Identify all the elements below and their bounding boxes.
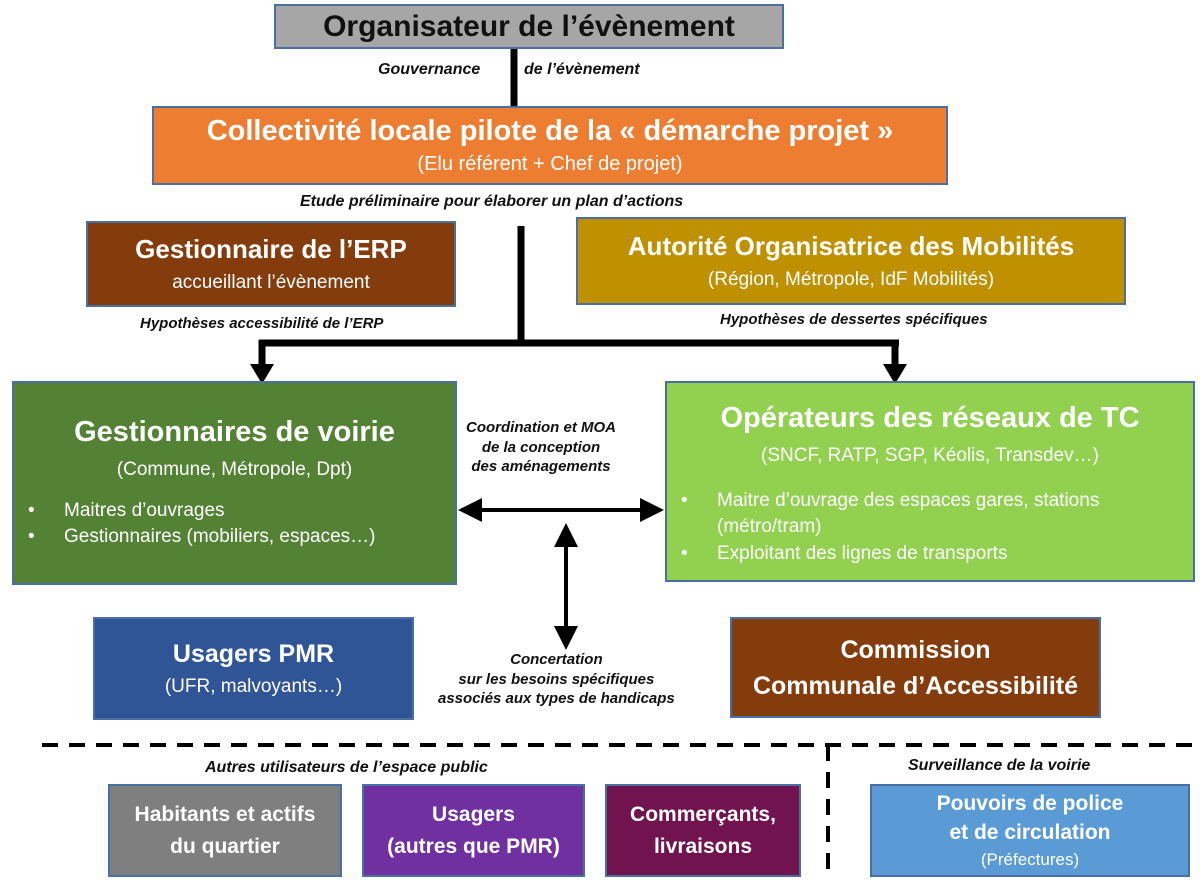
voirie-box: Gestionnaires de voirie (Commune, Métrop… xyxy=(12,381,457,585)
operators-subtitle: (SNCF, RATP, SGP, Kéolis, Transdev…) xyxy=(761,444,1099,466)
usagers-box: Usagers (autres que PMR) xyxy=(362,784,585,877)
coordination-line: des aménagements xyxy=(471,458,611,475)
operators-bullets: Maitre d’ouvrage des espaces gares, stat… xyxy=(667,488,1147,568)
concertation-line: associés aux types de handicaps xyxy=(438,690,675,707)
aom-box: Autorité Organisatrice des Mobilités (Ré… xyxy=(576,217,1126,305)
operators-title: Opérateurs des réseaux de TC xyxy=(720,402,1140,434)
aom-title: Autorité Organisatrice des Mobilités xyxy=(627,230,1075,261)
usagers-line1: Usagers xyxy=(432,803,515,827)
organiser-title: Organisateur de l’évènement xyxy=(323,9,735,43)
operators-bullet: Maitre d’ouvrage des espaces gares, stat… xyxy=(667,488,1147,541)
commission-line2: Communale d’Accessibilité xyxy=(752,671,1079,700)
operators-box: Opérateurs des réseaux de TC (SNCF, RATP… xyxy=(665,381,1195,582)
habitants-box: Habitants et actifs du quartier xyxy=(108,784,342,877)
voirie-bullet: Maitres d’ouvrages xyxy=(14,498,376,525)
erp-hypothesis-label: Hypothèses accessibilité de l’ERP xyxy=(140,315,384,332)
pilot-subtitle: (Elu référent + Chef de projet) xyxy=(417,153,683,176)
erp-box: Gestionnaire de l’ERP accueillant l’évèn… xyxy=(86,221,456,307)
governance-label-right: de l’évènement xyxy=(524,61,640,78)
usagers-line2: (autres que PMR) xyxy=(387,834,560,858)
surveillance-label: Surveillance de la voirie xyxy=(908,757,1091,774)
police-box: Pouvoirs de police et de circulation (Pr… xyxy=(870,784,1190,877)
voirie-bullets: Maitres d’ouvrages Gestionnaires (mobili… xyxy=(14,498,376,551)
operators-bullet: Exploitant des lignes de transports xyxy=(667,541,1147,568)
pmr-subtitle: (UFR, malvoyants…) xyxy=(164,675,343,697)
commercants-line2: livraisons xyxy=(653,834,753,858)
study-label: Etude préliminaire pour élaborer un plan… xyxy=(300,193,684,210)
arrow-to-voirie xyxy=(250,364,274,384)
other-users-label: Autres utilisateurs de l’espace public xyxy=(205,759,488,776)
coordination-line: de la conception xyxy=(481,438,601,456)
erp-subtitle: accueillant l’évènement xyxy=(172,271,370,293)
arrow-to-operators xyxy=(883,364,907,384)
coordination-line: Coordination et MOA xyxy=(466,419,616,436)
organiser-box: Organisateur de l’évènement xyxy=(274,4,784,49)
commercants-box: Commerçants, livraisons xyxy=(605,784,801,877)
commercants-line1: Commerçants, xyxy=(630,803,776,827)
governance-label-left: Gouvernance xyxy=(378,61,481,78)
concertation-line: Concertation xyxy=(510,651,603,668)
coordination-label: Coordination et MOA de la conception des… xyxy=(466,418,616,477)
commission-line1: Commission xyxy=(840,635,991,664)
aom-hypothesis-label: Hypothèses de dessertes spécifiques xyxy=(720,311,988,328)
concertation-label: Concertation sur les besoins spécifiques… xyxy=(438,650,675,709)
police-line1: Pouvoirs de police xyxy=(936,791,1124,815)
police-line2: et de circulation xyxy=(949,820,1111,844)
pilot-box: Collectivité locale pilote de la « démar… xyxy=(152,106,948,185)
voirie-bullet: Gestionnaires (mobiliers, espaces…) xyxy=(14,524,376,551)
police-line3: (Préfectures) xyxy=(980,850,1080,870)
pmr-box: Usagers PMR (UFR, malvoyants…) xyxy=(93,617,414,720)
commission-box: Commission Communale d’Accessibilité xyxy=(730,617,1101,718)
voirie-subtitle: (Commune, Métropole, Dpt) xyxy=(116,458,353,480)
pilot-title: Collectivité locale pilote de la « démar… xyxy=(206,114,894,147)
voirie-title: Gestionnaires de voirie xyxy=(74,416,395,448)
habitants-line2: du quartier xyxy=(170,834,280,858)
habitants-line1: Habitants et actifs xyxy=(134,803,316,827)
erp-title: Gestionnaire de l’ERP xyxy=(135,233,407,264)
concertation-line: sur les besoins spécifiques xyxy=(458,670,655,688)
pmr-title: Usagers PMR xyxy=(172,639,335,668)
aom-subtitle: (Région, Métropole, IdF Mobilités) xyxy=(707,268,995,290)
